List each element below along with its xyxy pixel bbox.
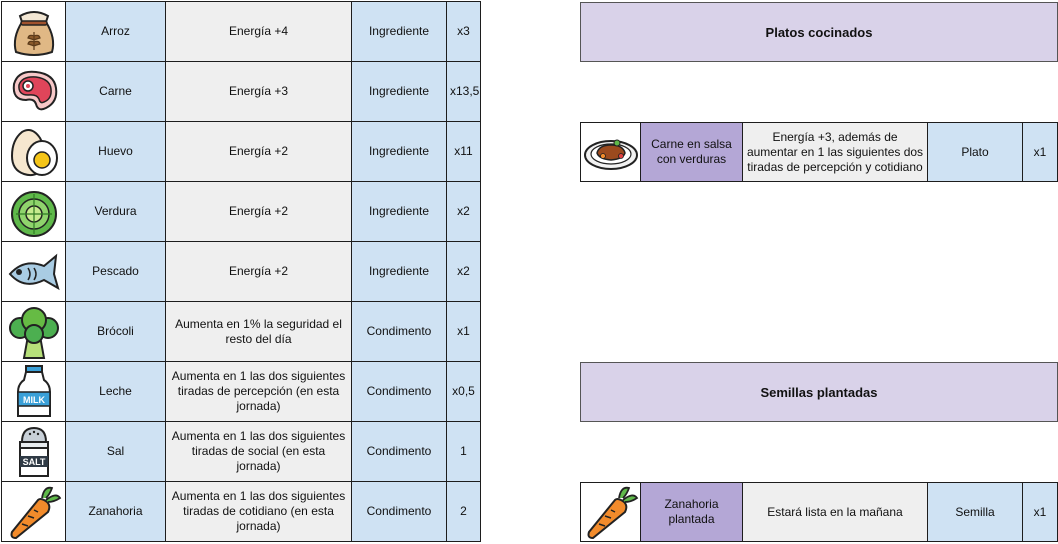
item-type: Ingrediente xyxy=(351,241,447,302)
item-type: Condimento xyxy=(351,361,447,422)
rice-sack-icon xyxy=(1,1,66,62)
item-name: Arroz xyxy=(65,1,166,62)
item-effect: Aumenta en 1% la seguridad el resto del … xyxy=(165,301,352,362)
salt-shaker-icon: SALT xyxy=(1,421,66,482)
item-effect: Energía +2 xyxy=(165,121,352,182)
item-name: Pescado xyxy=(65,241,166,302)
dish-quantity: x1 xyxy=(1022,122,1058,182)
item-name: Huevo xyxy=(65,121,166,182)
cooked-dishes-header: Platos cocinados xyxy=(580,2,1058,62)
item-type: Condimento xyxy=(351,301,447,362)
item-quantity: x0,5 xyxy=(446,361,481,422)
dish-name: Carne en salsa con verduras xyxy=(640,122,743,182)
item-effect: Aumenta en 1 las dos siguientes tiradas … xyxy=(165,481,352,542)
item-name: Carne xyxy=(65,61,166,122)
carrot-icon xyxy=(1,481,66,542)
table-row: Huevo Energía +2 Ingrediente x11 xyxy=(1,121,481,182)
item-name: Brócoli xyxy=(65,301,166,362)
item-effect: Energía +4 xyxy=(165,1,352,62)
item-quantity: x2 xyxy=(446,181,481,242)
fish-icon xyxy=(1,241,66,302)
cooked-dishes-table: Carne en salsa con verduras Energía +3, … xyxy=(580,122,1058,182)
dish-effect: Energía +3, además de aumentar en 1 las … xyxy=(742,122,928,182)
broccoli-icon xyxy=(1,301,66,362)
table-row: Arroz Energía +4 Ingrediente x3 xyxy=(1,1,481,62)
steak-plate-icon xyxy=(580,122,641,182)
seed-type: Semilla xyxy=(927,482,1023,542)
item-quantity: x3 xyxy=(446,1,481,62)
seed-effect: Estará lista en la mañana xyxy=(742,482,928,542)
item-type: Ingrediente xyxy=(351,61,447,122)
meat-icon xyxy=(1,61,66,122)
table-row: Zanahoria Aumenta en 1 las dos siguiente… xyxy=(1,481,481,542)
item-quantity: x13,5 xyxy=(446,61,481,122)
item-type: Condimento xyxy=(351,481,447,542)
dish-type: Plato xyxy=(927,122,1023,182)
item-type: Ingrediente xyxy=(351,121,447,182)
egg-icon xyxy=(1,121,66,182)
item-quantity: x1 xyxy=(446,301,481,362)
item-effect: Energía +2 xyxy=(165,241,352,302)
item-quantity: 1 xyxy=(446,421,481,482)
svg-text:MILK: MILK xyxy=(23,395,45,405)
item-effect: Energía +3 xyxy=(165,61,352,122)
table-row: Verdura Energía +2 Ingrediente x2 xyxy=(1,181,481,242)
item-effect: Aumenta en 1 las dos siguientes tiradas … xyxy=(165,421,352,482)
seed-quantity: x1 xyxy=(1022,482,1058,542)
table-row: SALT Sal Aumenta en 1 las dos siguientes… xyxy=(1,421,481,482)
item-type: Ingrediente xyxy=(351,181,447,242)
table-row: Carne en salsa con verduras Energía +3, … xyxy=(580,122,1058,182)
item-effect: Aumenta en 1 las dos siguientes tiradas … xyxy=(165,361,352,422)
item-name: Leche xyxy=(65,361,166,422)
milk-bottle-icon: MILK xyxy=(1,361,66,422)
item-type: Condimento xyxy=(351,421,447,482)
inventory-table: Arroz Energía +4 Ingrediente x3 Carne En… xyxy=(1,1,481,542)
item-quantity: x2 xyxy=(446,241,481,302)
carrot-icon xyxy=(580,482,641,542)
table-row: Brócoli Aumenta en 1% la seguridad el re… xyxy=(1,301,481,362)
planted-seeds-table: Zanahoria plantada Estará lista en la ma… xyxy=(580,482,1058,542)
item-name: Verdura xyxy=(65,181,166,242)
lettuce-icon xyxy=(1,181,66,242)
item-name: Zanahoria xyxy=(65,481,166,542)
table-row: Carne Energía +3 Ingrediente x13,5 xyxy=(1,61,481,122)
item-quantity: 2 xyxy=(446,481,481,542)
svg-text:SALT: SALT xyxy=(22,457,45,467)
item-name: Sal xyxy=(65,421,166,482)
planted-seeds-header: Semillas plantadas xyxy=(580,362,1058,422)
item-type: Ingrediente xyxy=(351,1,447,62)
item-quantity: x11 xyxy=(446,121,481,182)
table-row: MILK Leche Aumenta en 1 las dos siguient… xyxy=(1,361,481,422)
table-row: Pescado Energía +2 Ingrediente x2 xyxy=(1,241,481,302)
seed-name: Zanahoria plantada xyxy=(640,482,743,542)
table-row: Zanahoria plantada Estará lista en la ma… xyxy=(580,482,1058,542)
item-effect: Energía +2 xyxy=(165,181,352,242)
